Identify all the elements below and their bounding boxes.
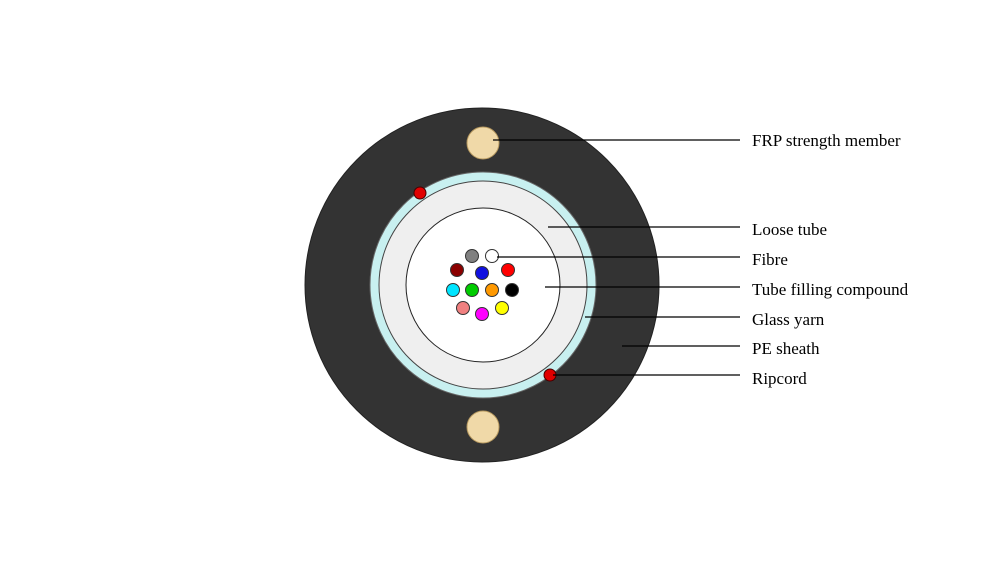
leader-lines (493, 139, 740, 376)
fibre-3 (450, 263, 464, 277)
label-glass-yarn: Glass yarn (752, 310, 825, 329)
ripcord-top (413, 186, 427, 200)
fibre-12 (495, 301, 509, 315)
fibre-1 (465, 249, 479, 263)
fibre-11 (475, 307, 489, 321)
label-loose-tube: Loose tube (752, 220, 827, 239)
fibre-bundle (446, 249, 519, 321)
fibre-6 (446, 283, 460, 297)
fibre-4 (475, 266, 489, 280)
fibre-5 (501, 263, 515, 277)
frp-strength-member-bottom (466, 410, 500, 444)
fibre-7 (465, 283, 479, 297)
fibre-9 (505, 283, 519, 297)
label-tube-filling-compound: Tube filling compound (752, 280, 909, 299)
frp-strength-member-top (466, 126, 500, 160)
fibre-2 (485, 249, 499, 263)
fibre-10 (456, 301, 470, 315)
tube-filling-compound (405, 207, 561, 363)
label-ripcord: Ripcord (752, 369, 807, 388)
label-fibre: Fibre (752, 250, 788, 269)
fibre-8 (485, 283, 499, 297)
label-frp-strength-member: FRP strength member (752, 131, 901, 150)
label-pe-sheath: PE sheath (752, 339, 820, 358)
